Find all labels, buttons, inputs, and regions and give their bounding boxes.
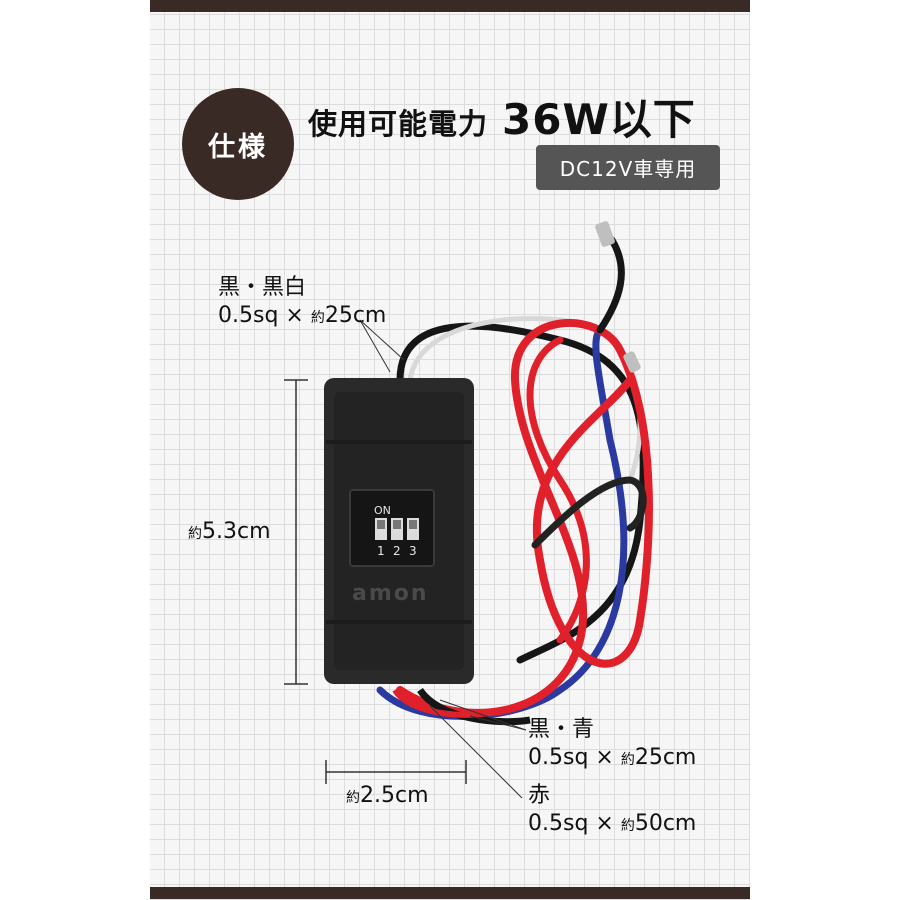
top-border-bar: [150, 0, 750, 12]
approx-mark: 約: [346, 790, 360, 806]
spec-prefix: 0.5sq ×: [218, 302, 311, 328]
label-wire-black-white-name: 黒・黒白: [218, 275, 307, 300]
device-ridge-top: [326, 440, 472, 444]
dip-switch-3-knob: [409, 520, 417, 529]
spec-prefix: 0.5sq ×: [528, 810, 621, 836]
spec-length: 25cm: [324, 302, 387, 328]
power-label: 使用可能電力: [308, 107, 489, 141]
voltage-pill-label: DC12V車専用: [559, 157, 697, 181]
label-wire-black-white: 黒・黒白 0.5sq × 約25cm: [218, 274, 386, 329]
wire-lower-red: [392, 688, 501, 718]
approx-mark: 約: [620, 751, 635, 768]
dip-switch-number-2: 2: [393, 544, 401, 558]
cable-tie: [531, 476, 647, 549]
height-value: 5.3cm: [202, 519, 271, 544]
spec-length: 25cm: [634, 744, 697, 770]
dip-switch-1-knob: [377, 520, 385, 529]
label-height: 約5.3cm: [188, 518, 271, 546]
leader-black-blue-b: [469, 715, 527, 731]
wire-black-lead: [596, 236, 625, 334]
leader-black-blue-a: [439, 699, 527, 731]
label-wire-black-blue-spec: 0.5sq × 約25cm: [528, 744, 696, 772]
leader-red: [429, 705, 523, 799]
spec-length: 50cm: [634, 810, 697, 836]
approx-mark: 約: [620, 817, 635, 834]
power-value: 36W以下: [502, 95, 696, 144]
spec-badge: 仕様: [182, 88, 294, 200]
width-value: 2.5cm: [360, 783, 429, 808]
power-headline: 使用可能電力 36W以下: [308, 86, 696, 144]
leader-black-white-b: [359, 319, 405, 361]
dip-switch-2-knob: [393, 520, 401, 529]
bottom-border-bar: [150, 887, 750, 899]
label-width: 約2.5cm: [346, 782, 429, 810]
device-ridge-bottom: [326, 620, 472, 624]
voltage-pill: DC12V車専用: [536, 145, 720, 190]
label-wire-red: 赤 0.5sq × 約50cm: [528, 782, 696, 837]
approx-mark: 約: [188, 526, 202, 542]
wire-red-loop: [396, 319, 653, 717]
terminal-top: [595, 221, 615, 247]
wire-red-inner: [526, 336, 590, 644]
dip-switch-on-label: ON: [374, 504, 391, 517]
label-width-text: 約2.5cm: [346, 782, 429, 810]
label-wire-black-blue-name: 黒・青: [528, 717, 595, 742]
dip-switch-number-3: 3: [409, 544, 417, 558]
wire-lower-black: [417, 687, 531, 726]
label-wire-black-white-spec: 0.5sq × 約25cm: [218, 302, 386, 330]
approx-mark: 約: [310, 309, 325, 326]
brand-logo: amon: [352, 581, 429, 606]
label-wire-black-blue: 黒・青 0.5sq × 約25cm: [528, 716, 696, 771]
spec-prefix: 0.5sq ×: [528, 744, 621, 770]
label-wire-red-spec: 0.5sq × 約50cm: [528, 810, 696, 838]
label-height-text: 約5.3cm: [188, 518, 271, 546]
terminal-mid: [623, 351, 641, 373]
label-wire-red-name: 赤: [528, 783, 551, 808]
spec-badge-label: 仕様: [208, 131, 268, 163]
dip-switch-number-1: 1: [377, 544, 385, 558]
leader-black-white-a: [359, 319, 391, 373]
